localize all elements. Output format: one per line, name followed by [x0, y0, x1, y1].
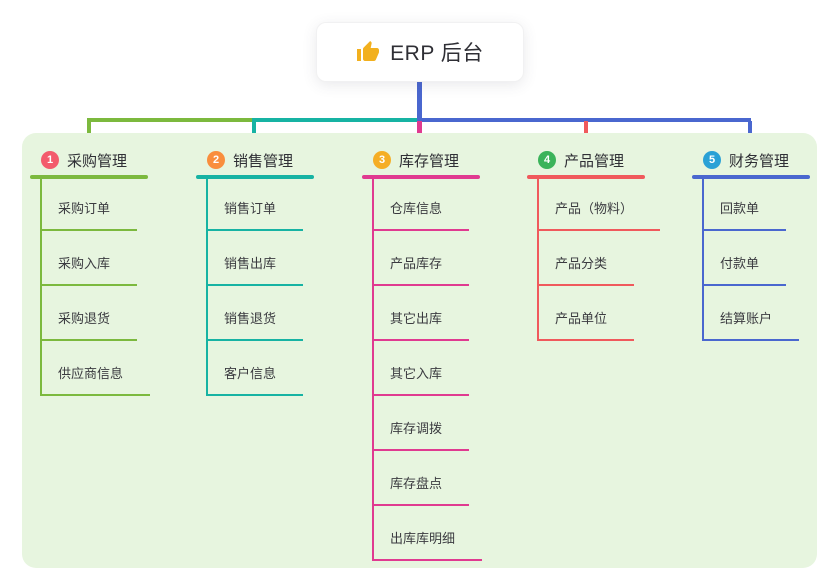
connector-bar-blue [417, 118, 751, 122]
badge-4: 4 [538, 151, 556, 169]
branch-inventory-header[interactable]: 3 库存管理 [362, 148, 512, 172]
branch-finance-items: 回款单 付款单 结算账户 [702, 179, 800, 341]
node-purchase-return[interactable]: 采购退货 [42, 308, 138, 341]
node-product-material[interactable]: 产品（物料） [539, 198, 661, 231]
node-receipt-bill[interactable]: 回款单 [704, 198, 787, 231]
connector-bar-teal [252, 118, 419, 122]
connector-trunk [417, 81, 422, 119]
node-row: 销售退货 [208, 286, 304, 341]
node-stock-transfer[interactable]: 库存调拨 [374, 418, 470, 451]
root-node-erp[interactable]: ERP 后台 [316, 22, 524, 82]
branch-finance-header[interactable]: 5 财务管理 [692, 148, 839, 172]
connector-bar-green [87, 118, 254, 122]
branch-product-underline [527, 175, 645, 179]
node-row: 付款单 [704, 231, 799, 286]
thumbs-up-icon [356, 40, 380, 64]
node-purchase-order[interactable]: 采购订单 [42, 198, 138, 231]
node-row: 其它入库 [374, 341, 482, 396]
node-sales-outbound[interactable]: 销售出库 [208, 253, 304, 286]
branch-product: 4 产品管理 产品（物料） 产品分类 产品单位 [527, 148, 677, 341]
node-row: 采购退货 [42, 286, 150, 341]
node-outbound-detail[interactable]: 出库库明细 [374, 528, 483, 561]
branch-inventory-items: 仓库信息 产品库存 其它出库 其它入库 库存调拨 库存盘点 出库库明细 [372, 179, 483, 561]
branch-finance-underline [692, 175, 810, 179]
branch-product-label: 产品管理 [564, 152, 625, 170]
badge-1: 1 [41, 151, 59, 169]
node-row: 销售出库 [208, 231, 304, 286]
node-row: 库存调拨 [374, 396, 482, 451]
node-other-outbound[interactable]: 其它出库 [374, 308, 470, 341]
node-customer-info[interactable]: 客户信息 [208, 363, 304, 396]
branch-purchase: 1 采购管理 采购订单 采购入库 采购退货 供应商信息 [30, 148, 180, 396]
node-row: 供应商信息 [42, 341, 151, 396]
node-row: 库存盘点 [374, 451, 482, 506]
node-sales-return[interactable]: 销售退货 [208, 308, 304, 341]
node-row: 客户信息 [208, 341, 304, 396]
node-row: 出库库明细 [374, 506, 483, 561]
node-row: 产品单位 [539, 286, 660, 341]
node-purchase-inbound[interactable]: 采购入库 [42, 253, 138, 286]
node-row: 产品分类 [539, 231, 660, 286]
branch-finance-label: 财务管理 [729, 152, 790, 170]
branch-purchase-items: 采购订单 采购入库 采购退货 供应商信息 [40, 179, 151, 396]
node-row: 采购入库 [42, 231, 150, 286]
node-supplier-info[interactable]: 供应商信息 [42, 363, 151, 396]
branch-sales-underline [196, 175, 314, 179]
node-row: 产品库存 [374, 231, 482, 286]
node-settlement-account[interactable]: 结算账户 [704, 308, 800, 341]
branch-purchase-header[interactable]: 1 采购管理 [30, 148, 180, 172]
node-row: 回款单 [704, 179, 799, 231]
node-row: 结算账户 [704, 286, 800, 341]
node-row: 其它出库 [374, 286, 482, 341]
node-stock-taking[interactable]: 库存盘点 [374, 473, 470, 506]
branch-purchase-label: 采购管理 [67, 152, 128, 170]
root-node-title: ERP 后台 [390, 42, 484, 65]
branch-finance: 5 财务管理 回款单 付款单 结算账户 [692, 148, 839, 341]
branch-inventory-underline [362, 175, 480, 179]
badge-3: 3 [373, 151, 391, 169]
node-product-category[interactable]: 产品分类 [539, 253, 635, 286]
node-sales-order[interactable]: 销售订单 [208, 198, 304, 231]
node-warehouse-info[interactable]: 仓库信息 [374, 198, 470, 231]
branch-sales-header[interactable]: 2 销售管理 [196, 148, 346, 172]
node-row: 仓库信息 [374, 179, 482, 231]
branches-canvas [22, 133, 817, 568]
branch-inventory-label: 库存管理 [399, 152, 460, 170]
badge-5: 5 [703, 151, 721, 169]
branch-purchase-underline [30, 175, 148, 179]
node-payment-bill[interactable]: 付款单 [704, 253, 787, 286]
node-row: 产品（物料） [539, 179, 661, 231]
badge-2: 2 [207, 151, 225, 169]
branch-sales: 2 销售管理 销售订单 销售出库 销售退货 客户信息 [196, 148, 346, 396]
branch-product-header[interactable]: 4 产品管理 [527, 148, 677, 172]
node-product-stock[interactable]: 产品库存 [374, 253, 470, 286]
branch-inventory: 3 库存管理 仓库信息 产品库存 其它出库 其它入库 库存调拨 库存盘点 出库库… [362, 148, 512, 561]
node-row: 采购订单 [42, 179, 150, 231]
branch-sales-label: 销售管理 [233, 152, 294, 170]
branch-sales-items: 销售订单 销售出库 销售退货 客户信息 [206, 179, 304, 396]
node-row: 销售订单 [208, 179, 304, 231]
node-product-unit[interactable]: 产品单位 [539, 308, 635, 341]
branch-product-items: 产品（物料） 产品分类 产品单位 [537, 179, 661, 341]
node-other-inbound[interactable]: 其它入库 [374, 363, 470, 396]
